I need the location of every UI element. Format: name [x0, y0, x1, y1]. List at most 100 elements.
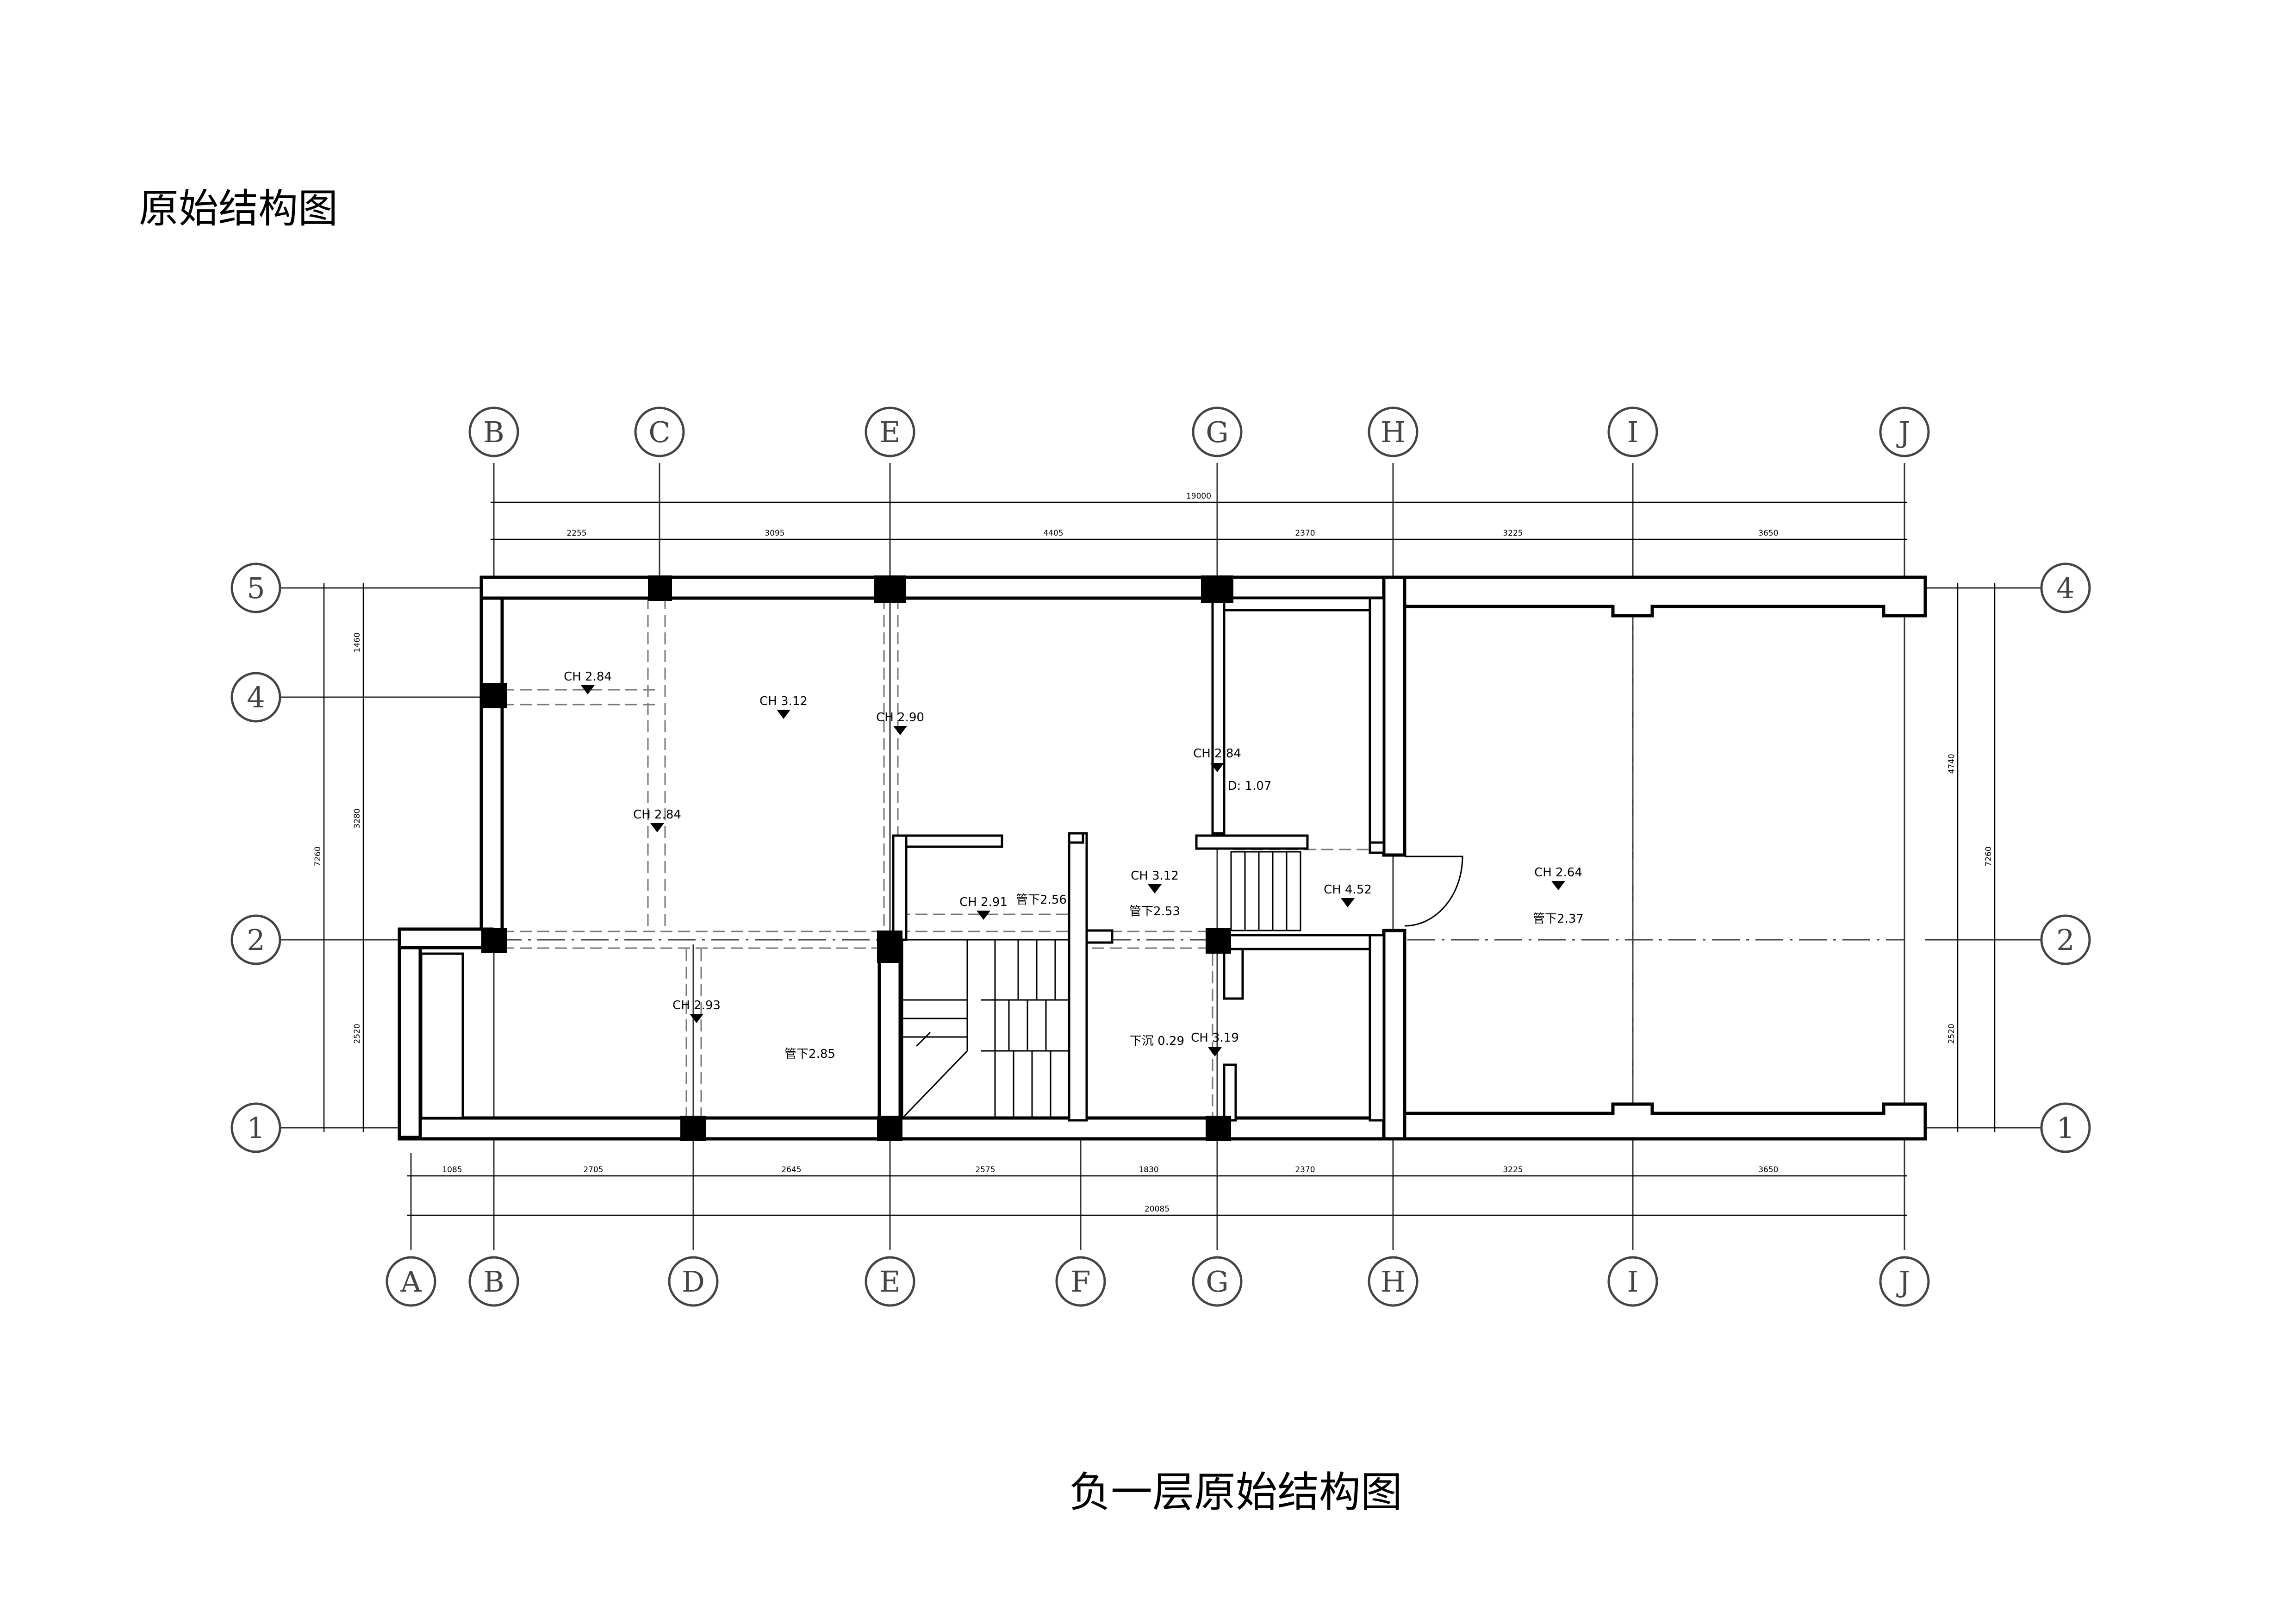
annotation-ch: CH 2.84 — [633, 808, 681, 822]
axis-label: H — [1381, 415, 1406, 449]
axis-label: E — [879, 1265, 900, 1299]
axis-bubble: C — [634, 406, 685, 457]
axis-label: C — [648, 415, 670, 449]
annotation-ch: CH 2.84 — [564, 670, 612, 684]
dim-bottom-total: 20085 — [1145, 1205, 1170, 1214]
axis-label: 1 — [247, 1111, 265, 1145]
door-swing — [1404, 856, 1463, 927]
axis-bubble: B — [468, 406, 519, 457]
axis-label: G — [1206, 415, 1229, 449]
axis-bubble: G — [1192, 1256, 1243, 1307]
stairs-main — [902, 939, 1070, 1119]
axis-bubble: 1 — [230, 1102, 281, 1153]
axis-label: 4 — [247, 681, 265, 714]
annotation-sunk: 下沉 0.29 — [1130, 1034, 1184, 1048]
axis-bubble: I — [1607, 406, 1658, 457]
level-marker-icon — [1551, 881, 1565, 890]
stairs-small — [1230, 851, 1301, 931]
level-marker-icon — [650, 823, 664, 832]
axis-bubble: E — [865, 406, 915, 457]
axis-label: H — [1381, 1265, 1406, 1299]
annotation-pipe: 管下2.53 — [1129, 905, 1180, 918]
dim-right-2: 2520 — [1947, 1024, 1956, 1043]
annotation-ch: CH 3.12 — [759, 694, 808, 708]
annotation-ch: CH 4.52 — [1324, 883, 1372, 897]
axis-label: 1 — [2056, 1111, 2074, 1145]
axis-label: 2 — [247, 923, 265, 957]
level-marker-icon — [777, 710, 790, 719]
level-marker-icon — [893, 726, 907, 735]
axis-bubble: F — [1055, 1256, 1106, 1307]
annotation-ch: CH 2.64 — [1534, 866, 1582, 880]
axis-bubble: 4 — [230, 672, 281, 723]
annotation-pipe: 管下2.85 — [784, 1047, 835, 1061]
axis-label: I — [1627, 1265, 1639, 1299]
annotations: CH 2.84 CH 3.12 CH 2.90 CH 2.84 CH 2.84 … — [564, 670, 1584, 1061]
axis-bubble: I — [1607, 1256, 1658, 1307]
dim-bottom-6: 2370 — [1295, 1165, 1315, 1174]
axis-label: E — [879, 415, 900, 449]
dim-top-total: 19000 — [1186, 492, 1211, 501]
level-marker-icon — [977, 911, 990, 920]
axis-label: J — [1896, 1265, 1910, 1299]
axis-label: 5 — [247, 571, 265, 605]
plan-caption: 负一层原始结构图 — [1069, 1468, 1402, 1517]
axis-label: J — [1896, 415, 1910, 449]
dim-top-3: 4405 — [1043, 529, 1063, 538]
annotation-ch: CH 3.12 — [1131, 869, 1179, 883]
dim-top-1: 2255 — [566, 529, 586, 538]
dim-top-6: 3650 — [1758, 529, 1778, 538]
level-marker-icon — [1341, 898, 1355, 907]
axis-bubble: 2 — [230, 914, 281, 965]
axis-bubble: H — [1368, 406, 1419, 457]
annotation-ch: CH 2.91 — [959, 895, 1008, 909]
dim-right-total: 7260 — [1984, 846, 1993, 866]
axis-bubble: J — [1879, 1256, 1930, 1307]
level-marker-icon — [1148, 884, 1162, 893]
axis-bubble: J — [1879, 406, 1930, 457]
axis-label: 4 — [2056, 571, 2074, 605]
annotation-d: D: 1.07 — [1228, 779, 1272, 793]
dim-bottom-5: 1830 — [1139, 1165, 1158, 1174]
axis-bubble: H — [1368, 1256, 1419, 1307]
annotation-ch: CH 2.84 — [1193, 747, 1241, 761]
axis-bubble: D — [668, 1256, 719, 1307]
level-marker-icon — [581, 685, 595, 694]
axis-label: 2 — [2056, 923, 2074, 957]
annotation-ch: CH 3.19 — [1191, 1031, 1239, 1045]
dim-bottom-8: 3650 — [1758, 1165, 1778, 1174]
dim-left-2: 3280 — [353, 808, 362, 828]
axis-label: D — [682, 1265, 705, 1299]
axis-label: F — [1070, 1265, 1090, 1299]
axis-bubble: 2 — [2040, 914, 2091, 965]
annotation-ch: CH 2.90 — [876, 711, 924, 725]
page-title: 原始结构图 — [139, 186, 338, 232]
axis-bubbles-bottom: A B D E F G H I J — [386, 1256, 1930, 1307]
axis-bubbles-top: B C E G H I J — [468, 406, 1930, 457]
axis-label: I — [1627, 415, 1639, 449]
axis-label: B — [483, 415, 504, 449]
axis-bubble: 1 — [2040, 1102, 2091, 1153]
dim-bottom-7: 3225 — [1503, 1165, 1523, 1174]
axis-bubble: 4 — [2040, 562, 2091, 613]
annotation-ch: CH 2.93 — [672, 999, 721, 1012]
dim-bottom-3: 2645 — [781, 1165, 801, 1174]
axis-bubble: G — [1192, 406, 1243, 457]
beams — [502, 597, 1380, 1120]
axis-bubble: B — [468, 1256, 519, 1307]
level-marker-icon — [690, 1014, 703, 1023]
dim-top-4: 2370 — [1295, 529, 1315, 538]
dim-bottom-1: 1085 — [442, 1165, 462, 1174]
axis-label: A — [400, 1265, 422, 1299]
walls — [398, 575, 1927, 1141]
dim-right-1: 4740 — [1947, 754, 1956, 774]
annotation-pipe: 管下2.56 — [1016, 893, 1067, 907]
dim-top-5: 3225 — [1503, 529, 1523, 538]
dimension-lines — [323, 501, 1996, 1216]
level-marker-icon — [1210, 763, 1224, 772]
columns — [481, 575, 1233, 1141]
axis-bubbles-left: 5 4 2 1 — [230, 562, 281, 1153]
dim-top-2: 3095 — [765, 529, 784, 538]
axis-label: G — [1206, 1265, 1229, 1299]
